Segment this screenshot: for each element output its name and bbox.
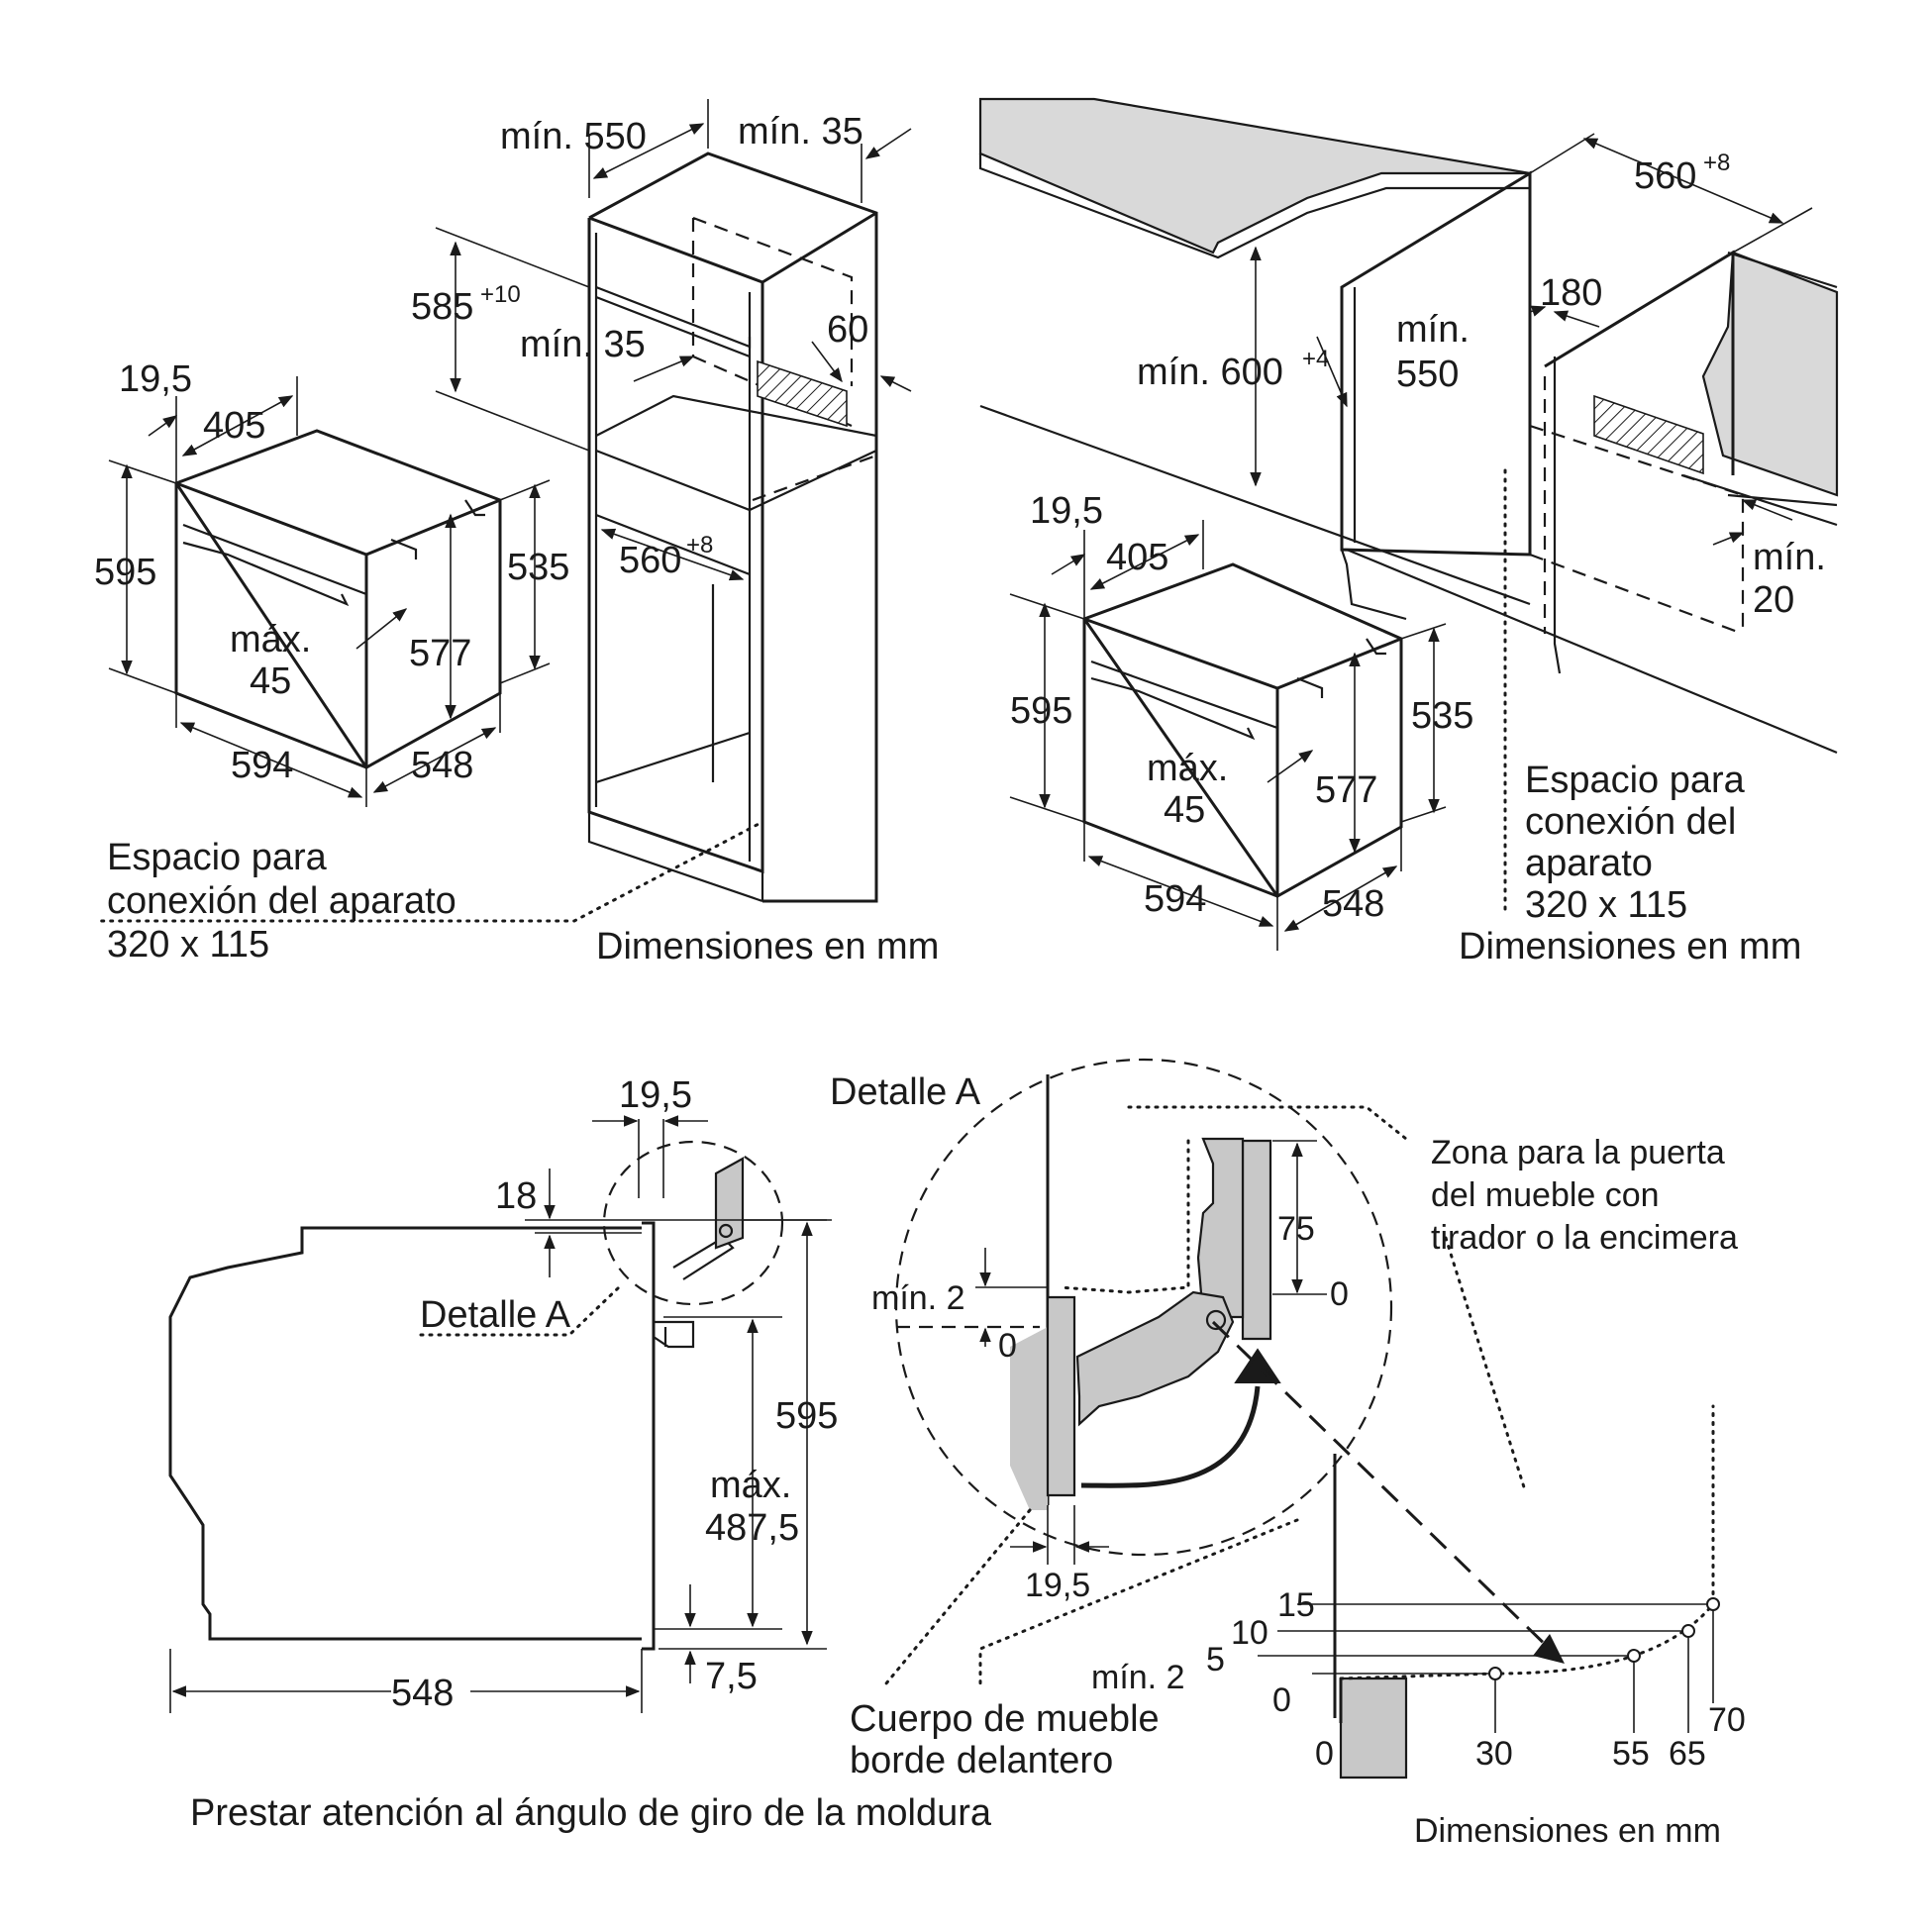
graph-label-min-2: mín. 2 <box>1091 1659 1184 1696</box>
label-548: 548 <box>391 1673 454 1714</box>
graph-x-0: 0 <box>1315 1735 1334 1773</box>
panel-bottom-right: Detalle A Zona para la puerta del mueble… <box>830 1058 1746 1850</box>
label-min-600: mín. 600 <box>1137 352 1283 393</box>
label-180: 180 <box>1540 272 1602 314</box>
label-max-45-b: 45 <box>1164 789 1205 831</box>
label-560-tolerance: +8 <box>686 532 713 559</box>
panel-top-left: mín. 550 mín. 35 585 +10 mín. 35 60 560 … <box>94 99 939 967</box>
label-600-tolerance: +4 <box>1302 346 1329 372</box>
graph-x-70: 70 <box>1708 1701 1746 1739</box>
units-top-left: Dimensiones en mm <box>596 926 939 967</box>
caption-connection-2: conexión del <box>1525 801 1736 843</box>
label-595: 595 <box>1010 690 1072 732</box>
label-min-550: mín. 550 <box>500 116 647 157</box>
graph-y-5: 5 <box>1206 1641 1225 1678</box>
label-577: 577 <box>1315 769 1377 811</box>
label-min-35-top: mín. 35 <box>738 111 863 153</box>
label-18: 18 <box>495 1175 537 1217</box>
oven-top-left <box>108 376 551 807</box>
graph-x-30: 30 <box>1475 1735 1513 1773</box>
label-max-a: máx. <box>710 1465 791 1506</box>
label-max-45-a: máx. <box>1147 748 1228 789</box>
label-595: 595 <box>94 552 156 593</box>
oven-top-right <box>1009 520 1447 951</box>
caption-connection-4: 320 x 115 <box>1525 884 1687 926</box>
graph-x-55: 55 <box>1612 1735 1650 1773</box>
detail-a-circle-large <box>894 1058 1393 1557</box>
label-550: 550 <box>1396 354 1459 395</box>
label-595: 595 <box>775 1395 838 1437</box>
label-min-20-b: 20 <box>1753 579 1794 621</box>
label-585-tolerance: +10 <box>480 281 521 308</box>
label-max-b: 487,5 <box>705 1507 799 1549</box>
label-548: 548 <box>1322 883 1384 925</box>
panel-top-right: 560 +8 180 mín. 550 mín. 600 +4 19,5 405… <box>978 97 1839 967</box>
label-min-2-top: mín. 2 <box>871 1279 964 1317</box>
label-560: 560 <box>619 540 681 581</box>
clearance-graph <box>1258 1404 1720 1779</box>
label-548: 548 <box>411 745 473 786</box>
label-min: mín. <box>1396 309 1470 351</box>
countertop <box>978 97 1531 254</box>
label-585: 585 <box>411 286 473 328</box>
label-19-5: 19,5 <box>619 1074 692 1116</box>
cabinet-body-label-2: borde delantero <box>850 1740 1113 1781</box>
caption-connection-3: 320 x 115 <box>107 924 269 966</box>
label-577: 577 <box>409 633 471 674</box>
oven-side-profile <box>168 1226 642 1641</box>
label-75: 75 <box>1277 1210 1315 1248</box>
label-min-20-a: mín. <box>1753 537 1826 578</box>
zone-label-2: del mueble con <box>1431 1176 1660 1214</box>
label-19-5: 19,5 <box>1025 1567 1090 1604</box>
label-60: 60 <box>827 309 868 351</box>
label-594: 594 <box>231 745 293 786</box>
label-19-5: 19,5 <box>1030 490 1103 532</box>
graph-y-15: 15 <box>1277 1586 1315 1624</box>
label-detail-a-title: Detalle A <box>830 1071 981 1113</box>
label-405: 405 <box>1106 537 1168 578</box>
label-detail-a: Detalle A <box>420 1294 571 1336</box>
label-zero-b: 0 <box>1330 1275 1349 1313</box>
detail-a-circle-small <box>602 1140 784 1306</box>
units-bottom-right: Dimensiones en mm <box>1414 1812 1721 1850</box>
label-19-5: 19,5 <box>119 358 192 400</box>
graph-y-10: 10 <box>1231 1614 1268 1652</box>
label-max-45-b: 45 <box>250 661 291 702</box>
caption-connection-1: Espacio para <box>1525 760 1746 801</box>
label-min-35-mid: mín. 35 <box>520 324 646 365</box>
cabinet-body-label-1: Cuerpo de mueble <box>850 1698 1160 1740</box>
label-535: 535 <box>507 547 569 588</box>
label-zero-a: 0 <box>998 1327 1017 1365</box>
label-535: 535 <box>1411 695 1473 737</box>
caption-connection-2: conexión del aparato <box>107 880 456 922</box>
graph-y-0: 0 <box>1272 1681 1291 1719</box>
label-560-tolerance: +8 <box>1703 150 1730 176</box>
zone-label-3: tirador o la encimera <box>1431 1219 1738 1257</box>
tall-cabinet <box>97 99 912 923</box>
units-top-right: Dimensiones en mm <box>1459 926 1801 967</box>
caption-connection-1: Espacio para <box>107 837 328 878</box>
hand-illustration <box>1075 1290 1235 1427</box>
label-7-5: 7,5 <box>705 1656 758 1697</box>
label-max-45-a: máx. <box>230 619 311 661</box>
panel-bottom-left: 19,5 18 Detalle A 595 máx. 487,5 7,5 548… <box>168 1074 992 1834</box>
graph-x-65: 65 <box>1669 1735 1706 1773</box>
label-405: 405 <box>203 405 265 447</box>
caption-connection-3: aparato <box>1525 843 1653 884</box>
note-rotation-angle: Prestar atención al ángulo de giro de la… <box>190 1792 992 1834</box>
label-560: 560 <box>1634 155 1696 197</box>
label-594: 594 <box>1144 878 1206 920</box>
zone-label-1: Zona para la puerta <box>1431 1134 1725 1171</box>
